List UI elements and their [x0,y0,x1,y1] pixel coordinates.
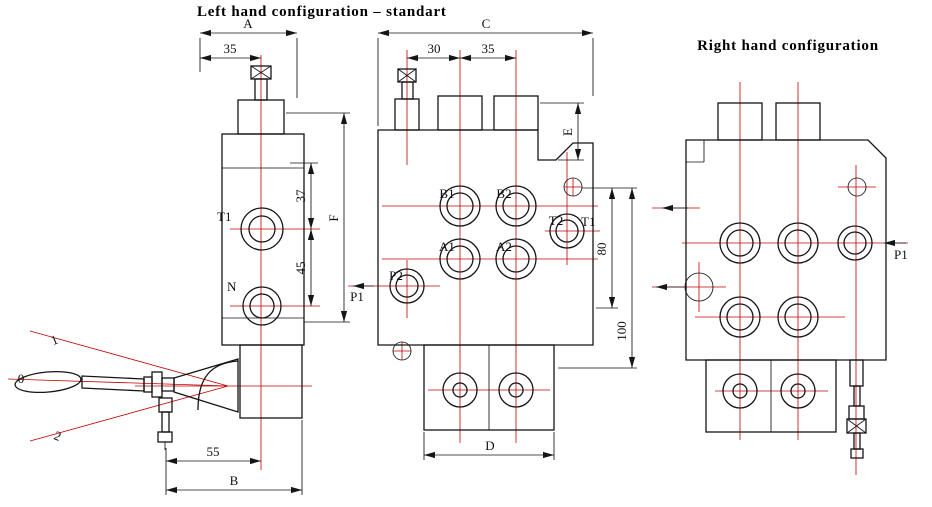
port-a1 [439,238,481,280]
port-label-t1-side: T1 [217,209,231,224]
front-view-centerlines [348,50,600,443]
lever-shaft [81,375,145,392]
mount-hole-top-right [563,177,583,197]
lever-position-2-label: 2 [52,428,64,444]
lever-position-1-label: 1 [48,332,60,348]
dim-label-b: B [230,473,239,488]
port-label-p2: P2 [389,268,403,283]
control-lever [14,358,239,450]
front-view-port-labels: B1 B2 A1 A2 T2 T1 P2 P1 [350,186,595,304]
right-view-valve-body [684,102,887,433]
mount-hole-top-right-rh [847,177,867,197]
port-n-side [242,286,282,326]
lever-position-0-label: 0 [18,371,25,386]
left-view-centerlines [7,55,320,470]
rh-port-bottom-right [777,296,819,338]
port-label-p1-right: P1 [894,247,908,262]
dim-label-d: D [485,438,494,453]
dim-label-35-front: 35 [482,41,495,56]
left-view-dimensions: A 35 37 45 F 55 B [165,16,350,495]
port-label-a1: A1 [439,239,455,254]
dim-label-f: F [326,214,341,221]
dim-label-37: 37 [293,189,308,203]
dim-label-c: C [482,16,491,31]
port-label-b1: B1 [439,186,454,201]
dim-label-55: 55 [207,444,220,459]
bottom-port-left [442,372,478,408]
rh-bottom-port-left [722,373,758,409]
left-view: A 35 37 45 F 55 B T1 N 1 0 2 [7,16,350,495]
port-t2 [549,213,585,249]
mount-hole-bottom-left [392,341,412,361]
dim-label-e: E [560,128,575,136]
left-view-valve-body [221,65,305,419]
rh-bottom-plug [846,359,867,459]
rh-port-top-right [777,222,819,264]
left-view-labels: T1 N 1 0 2 [18,209,237,444]
port-label-t1-front: T1 [581,214,595,229]
front-view-dimensions: C 30 35 E 80 100 D [377,16,637,460]
port-label-p1-front: P1 [350,289,364,304]
port-b2 [495,185,537,227]
title-left-configuration: Left hand configuration – standart [197,4,447,20]
title-right-configuration: Right hand configuration [697,38,879,54]
dim-label-a: A [243,16,253,31]
dim-label-45: 45 [293,262,308,275]
port-b1 [439,185,481,227]
port-a2 [495,238,537,280]
port-label-b2: B2 [496,186,511,201]
rh-port-p1 [837,225,873,261]
port-label-t2: T2 [549,213,563,228]
lever-boot [173,358,239,413]
dim-label-100: 100 [614,321,629,341]
dim-label-35-left: 35 [224,41,237,56]
port-small-left-rh [684,272,714,302]
right-hand-view: P1 [652,82,908,475]
dim-label-30: 30 [428,41,441,56]
port-label-n: N [227,279,237,294]
port-label-a2: A2 [496,239,512,254]
rh-flow-arrows [656,204,906,291]
lever-dome [197,360,239,411]
rh-bottom-port-right [780,373,816,409]
front-view-valve-body [377,68,594,431]
bottom-port-right [498,372,534,408]
rh-port-bottom-left [719,296,761,338]
rh-port-top-left [719,222,761,264]
port-p2 [389,268,425,304]
port-t1-side [240,207,284,251]
dim-label-80: 80 [594,243,609,256]
lever-handle [14,370,82,394]
front-view-left-hand: C 30 35 E 80 100 D B1 B2 A1 A2 T2 T1 P2 … [348,16,637,460]
